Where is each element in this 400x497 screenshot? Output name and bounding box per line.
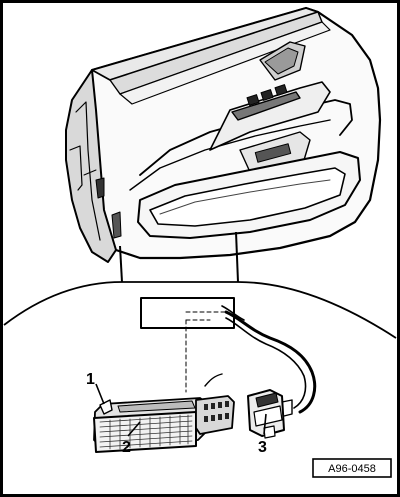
callout-2: 2 — [122, 439, 131, 456]
leader-2 — [127, 421, 141, 437]
leader-line-right — [235, 231, 239, 283]
leader-line-left — [119, 245, 123, 283]
reference-code-box — [312, 458, 392, 478]
leader-1 — [95, 383, 105, 405]
reference-code: A96-0458 — [328, 463, 376, 475]
detail-view — [93, 297, 317, 453]
callout-3: 3 — [258, 439, 267, 456]
callout-1: 1 — [86, 371, 95, 388]
magnifier-outline — [3, 231, 397, 339]
leader-3 — [263, 413, 267, 435]
magnifier-arc — [3, 281, 397, 339]
mounting-bracket — [140, 297, 235, 329]
door-panel — [65, 6, 382, 263]
control-unit-module — [93, 411, 197, 453]
callout-leaders — [95, 383, 267, 437]
wiring-harness — [224, 310, 317, 414]
